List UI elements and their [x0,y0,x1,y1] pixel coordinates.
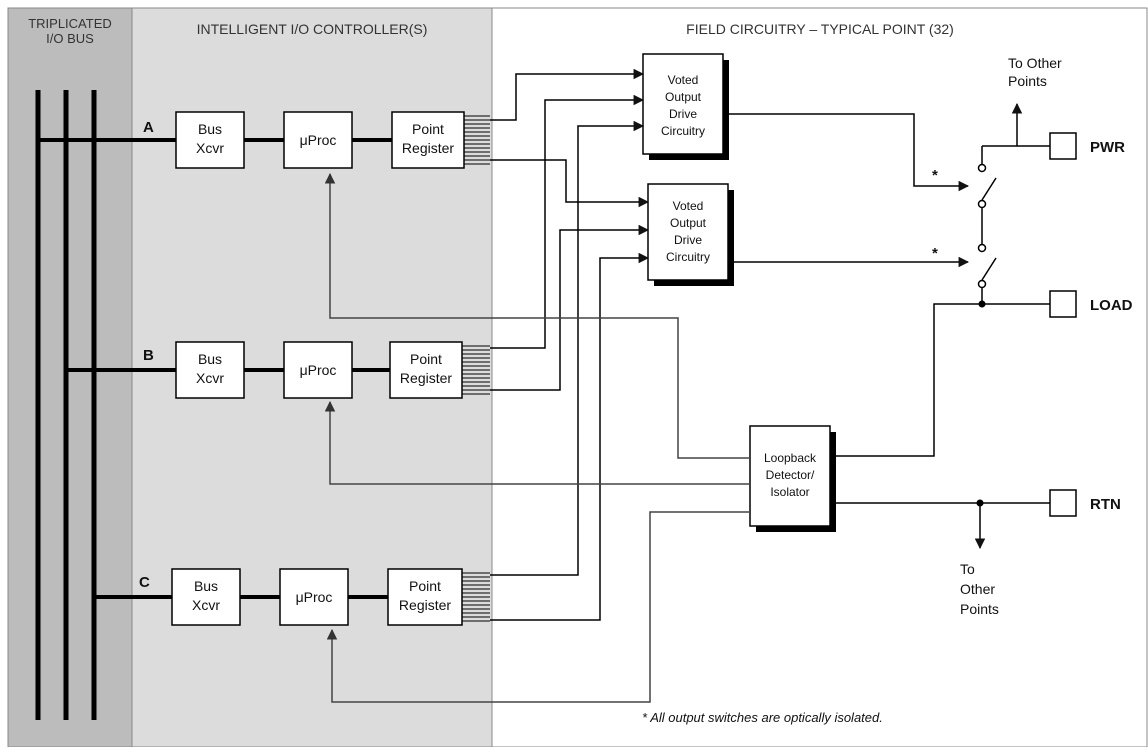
bus-xcvr-b [175,341,245,399]
output-switches [977,146,997,304]
channel-a-letter: A [143,119,154,136]
loopback-l2: Detector/ [766,468,815,482]
uproc-a [283,111,353,169]
register-pins-b [462,345,490,395]
drive-1-l3: Drive [669,107,697,121]
point-register-b [389,341,463,399]
bus-xcvr-b-l1: Bus [198,351,222,367]
rtn-label: RTN [1090,496,1121,513]
loopback-wires [324,172,750,703]
to-other-top-l2: Points [1008,73,1047,89]
uproc-a-label: μProc [300,132,337,148]
drive-2-l2: Output [670,216,707,230]
point-register-a [391,111,465,169]
pwr-terminal: PWR [982,102,1125,160]
to-other-bottom-l2: Other [960,581,995,597]
uproc-b [283,341,353,399]
channel-b: B Bus Xcvr μProc Point Register [66,341,490,399]
drive-2-l4: Circuitry [666,250,710,264]
point-register-b-l1: Point [410,351,442,367]
load-label: LOAD [1090,297,1133,314]
uproc-c-label: μProc [296,589,333,605]
pwr-label: PWR [1090,139,1125,156]
drive-2-l1: Voted [673,199,704,213]
point-register-c-l2: Register [399,597,451,613]
channel-c-letter: C [139,574,150,591]
bus-xcvr-b-l2: Xcvr [196,370,224,386]
drive-block-1: Voted Output Drive Circuitry [642,53,729,160]
field-panel [491,7,1148,748]
channel-a: A Bus Xcvr μProc Point Register [38,111,490,169]
bus-xcvr-a [175,111,245,169]
bus-xcvr-a-l1: Bus [198,121,222,137]
drive-block-2: Voted Output Drive Circuitry [647,183,734,286]
channel-b-letter: B [143,347,154,364]
drive-2-l3: Drive [674,233,702,247]
to-other-bottom-l1: To [960,561,975,577]
point-register-c-l1: Point [409,578,441,594]
loopback-block: Loopback Detector/ Isolator [749,425,836,532]
loopback-l3: Isolator [770,485,809,499]
bus-xcvr-c-l1: Bus [194,578,218,594]
drive-1-l1: Voted [668,73,699,87]
drive-1-l4: Circuitry [661,124,705,138]
footnote: * All output switches are optically isol… [642,710,883,725]
bus-xcvr-a-l2: Xcvr [196,140,224,156]
controllers-header: INTELLIGENT I/O CONTROLLER(S) [197,21,428,37]
bus-header-line2: I/O BUS [46,31,94,46]
rtn-terminal: RTN [830,489,1121,550]
bus-panel [7,7,133,748]
field-header: FIELD CIRCUITRY – TYPICAL POINT (32) [686,21,954,37]
register-pins-a [464,115,490,165]
register-pins-c [462,572,490,622]
bus-header-line1: TRIPLICATED [28,16,112,31]
point-register-a-l2: Register [402,140,454,156]
drive-1-l2: Output [665,90,702,104]
bus-lines [35,90,97,720]
loopback-l1: Loopback [764,451,817,465]
to-other-bottom-l3: Points [960,601,999,617]
channel-c: C Bus Xcvr μProc Point Register [94,568,490,626]
bus-xcvr-c-l2: Xcvr [192,597,220,613]
load-terminal: LOAD [830,290,1133,457]
point-register-a-l1: Point [412,121,444,137]
uproc-b-label: μProc [300,362,337,378]
asterisk-1: * [932,167,938,184]
asterisk-2: * [932,245,938,262]
to-other-top-l1: To Other [1008,55,1062,71]
drive-wires [490,68,650,621]
point-register-b-l2: Register [400,370,452,386]
drive-outputs [723,113,970,268]
